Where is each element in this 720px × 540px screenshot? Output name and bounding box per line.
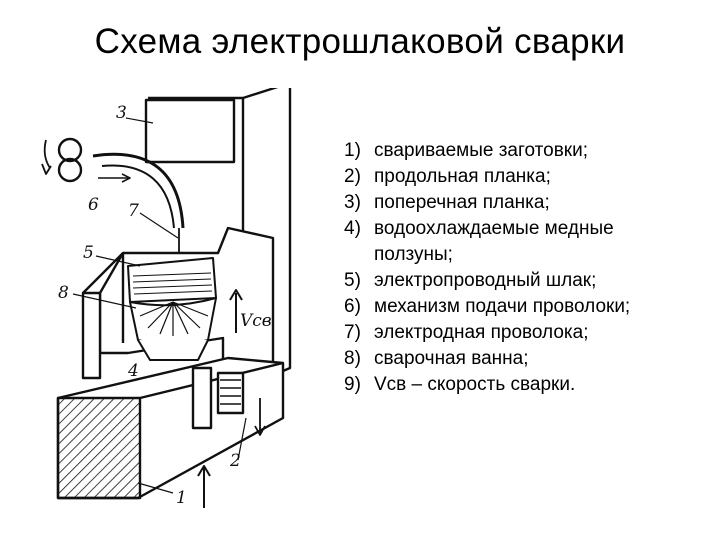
wire-guide-tube — [92, 152, 185, 229]
label-2: 2 — [229, 451, 241, 471]
legend-item: 4)водоохлаждаемые медные — [344, 218, 614, 239]
legend-item: 1)свариваемые заготовки; — [344, 140, 589, 161]
feed-roller-bottom — [57, 157, 83, 183]
legend-item: 2)продольная планка; — [344, 166, 551, 187]
label-3: 3 — [116, 103, 127, 123]
legend-item: 3)поперечная планка; — [344, 192, 550, 213]
legend-list: 1)свариваемые заготовки; 2)продольная пл… — [344, 138, 714, 398]
label-6: 6 — [88, 195, 99, 215]
legend-item: 9)Vсв – скорость сварки. — [344, 374, 576, 395]
label-1: 1 — [176, 488, 187, 508]
legend-item: 8)сварочная ванна; — [344, 348, 529, 369]
label-4: 4 — [127, 361, 139, 381]
label-vcb: Vсв — [240, 311, 272, 331]
label-7: 7 — [128, 201, 139, 221]
legend-item-continuation: ползуны; — [374, 244, 453, 265]
label-5: 5 — [83, 243, 94, 263]
transverse-bar-3 — [144, 98, 236, 164]
label-8: 8 — [58, 283, 69, 303]
slide-title: Схема электрошлаковой сварки — [94, 22, 626, 61]
electroslag-welding-diagram: 3 6 7 5 8 4 Vсв 2 1 — [41, 88, 292, 508]
feed-roller-top — [57, 137, 83, 163]
legend-item: 6)механизм подачи проволоки; — [344, 296, 631, 317]
legend-item: 7)электродная проволока; — [344, 322, 589, 343]
legend-item: 5)электропроводный шлак; — [344, 270, 597, 291]
